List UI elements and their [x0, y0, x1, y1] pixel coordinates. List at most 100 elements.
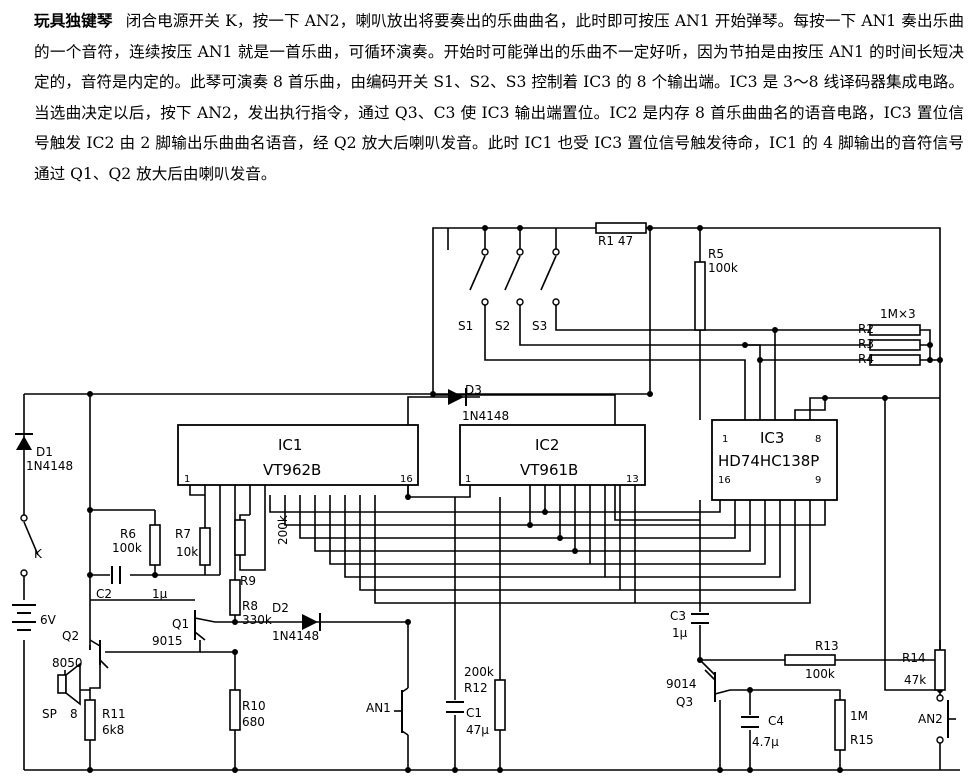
ic2-chip: IC2 VT961B 1 13 — [459, 424, 646, 486]
q2-ref: Q2 — [62, 629, 79, 643]
c2-value: 1μ — [152, 587, 168, 601]
an2-label: AN2 — [918, 712, 943, 726]
r15-ref: R15 — [850, 733, 874, 747]
c3-value: 1μ — [672, 626, 688, 640]
k-switch — [20, 514, 39, 577]
description-text: 闭合电源开关 K，按一下 AN2，喇叭放出将要奏出的乐曲曲名，此时即可按压 AN… — [34, 12, 964, 183]
r234-value: 1M×3 — [880, 307, 916, 321]
r12-body — [494, 679, 506, 731]
r3-ref: R3 — [858, 337, 874, 351]
r10-value: 680 — [242, 715, 265, 729]
d1-diode — [15, 430, 33, 470]
ic2-pin-right: 13 — [626, 474, 639, 485]
c1-ref: C1 — [466, 706, 482, 720]
speaker-icon — [57, 662, 81, 706]
r1-body — [595, 222, 647, 234]
sp-value: 8 — [70, 707, 78, 721]
ic1-pin-right: 16 — [400, 474, 413, 485]
ic1-pin-left: 1 — [184, 474, 190, 485]
s3-label: S3 — [532, 319, 547, 333]
r12-ref: R12 — [464, 681, 488, 695]
d3-diode — [433, 388, 480, 406]
capacitors — [111, 566, 759, 728]
d3-value: 1N4148 — [462, 409, 509, 423]
battery-label: 6V — [40, 613, 57, 627]
d3-ref: D3 — [465, 383, 482, 397]
d1-value: 1N4148 — [26, 459, 73, 473]
r15-value: 1M — [850, 709, 868, 723]
d2-ref: D2 — [272, 601, 289, 615]
r7-ref: R7 — [175, 527, 191, 541]
d1-ref: D1 — [36, 445, 53, 459]
ic3-pin-bl: 16 — [718, 475, 731, 486]
r2-body — [869, 324, 921, 336]
ic2-pin-left: 1 — [465, 474, 471, 485]
c4-ref: C4 — [768, 714, 784, 728]
ic1-name: IC1 — [278, 436, 302, 454]
r8-body — [229, 579, 241, 616]
r7-body — [199, 527, 211, 566]
ic3-name: IC3 — [760, 429, 784, 447]
r3-body — [869, 339, 921, 351]
r6-value: 100k — [112, 541, 142, 555]
sp-ref: SP — [42, 707, 57, 721]
r5-body — [694, 261, 706, 331]
s3-switch — [540, 248, 560, 306]
d2-value: 1N4148 — [272, 629, 319, 643]
r6-ref: R6 — [120, 527, 136, 541]
resistors — [84, 222, 946, 751]
r11-ref: R11 — [102, 707, 126, 721]
r5-ref: R5 — [708, 247, 724, 261]
ic2-part: VT961B — [520, 461, 578, 479]
c4-capacitor — [741, 716, 759, 728]
component-labels: D1 1N4148 K 6V R1 47 R5 100k 1M×3 R2 R3 … — [26, 234, 943, 749]
s2-label: S2 — [495, 319, 510, 333]
r14-body — [934, 649, 946, 691]
q3-transistor — [704, 669, 731, 702]
r9-value: 200k — [276, 515, 290, 545]
r15-body — [834, 699, 846, 751]
q3-value: 9014 — [666, 677, 697, 691]
r13-value: 100k — [805, 667, 835, 681]
c2-capacitor — [111, 566, 121, 584]
r4-ref: R4 — [858, 352, 874, 366]
ic3-pin-tr: 8 — [815, 434, 821, 445]
an1-pushbutton — [394, 687, 409, 736]
r9-ref: R9 — [240, 574, 256, 588]
q2-transistor — [89, 639, 109, 669]
c2-ref: C2 — [96, 587, 112, 601]
battery-6v — [12, 604, 36, 631]
r10-ref: R10 — [242, 699, 266, 713]
c4-value: 4.7μ — [752, 735, 779, 749]
junction-dots — [87, 225, 943, 773]
ic1-part: VT962B — [263, 461, 321, 479]
description-title: 玩具独键琴 — [34, 12, 113, 30]
r8-ref: R8 — [242, 599, 258, 613]
r14-ref: R14 — [902, 651, 926, 665]
r2-ref: R2 — [858, 322, 874, 336]
r13-body — [784, 654, 836, 666]
q1-ref: Q1 — [172, 617, 189, 631]
r5-value: 100k — [708, 261, 738, 275]
q2-value: 8050 — [52, 656, 83, 670]
r11-value: 6k8 — [102, 723, 124, 737]
ic3-pin-tl: 1 — [722, 434, 728, 445]
description-paragraph: 玩具独键琴 闭合电源开关 K，按一下 AN2，喇叭放出将要奏出的乐曲曲名，此时即… — [34, 6, 964, 189]
c1-capacitor — [446, 701, 464, 713]
c3-capacitor — [691, 613, 709, 624]
r9-body — [234, 519, 246, 556]
r13-ref: R13 — [815, 639, 839, 653]
c3-ref: C3 — [670, 609, 686, 623]
ic2-name: IC2 — [535, 436, 559, 454]
r8-value: 330k — [242, 613, 272, 627]
r12-value: 200k — [464, 665, 494, 679]
r11-body — [84, 699, 96, 741]
r14-value: 47k — [904, 673, 926, 687]
r1-label: R1 47 — [598, 234, 633, 248]
r6-body — [149, 524, 161, 566]
q1-value: 9015 — [152, 634, 183, 648]
an1-label: AN1 — [366, 701, 391, 715]
r7-value: 10k — [176, 545, 198, 559]
q3-ref: Q3 — [676, 695, 693, 709]
